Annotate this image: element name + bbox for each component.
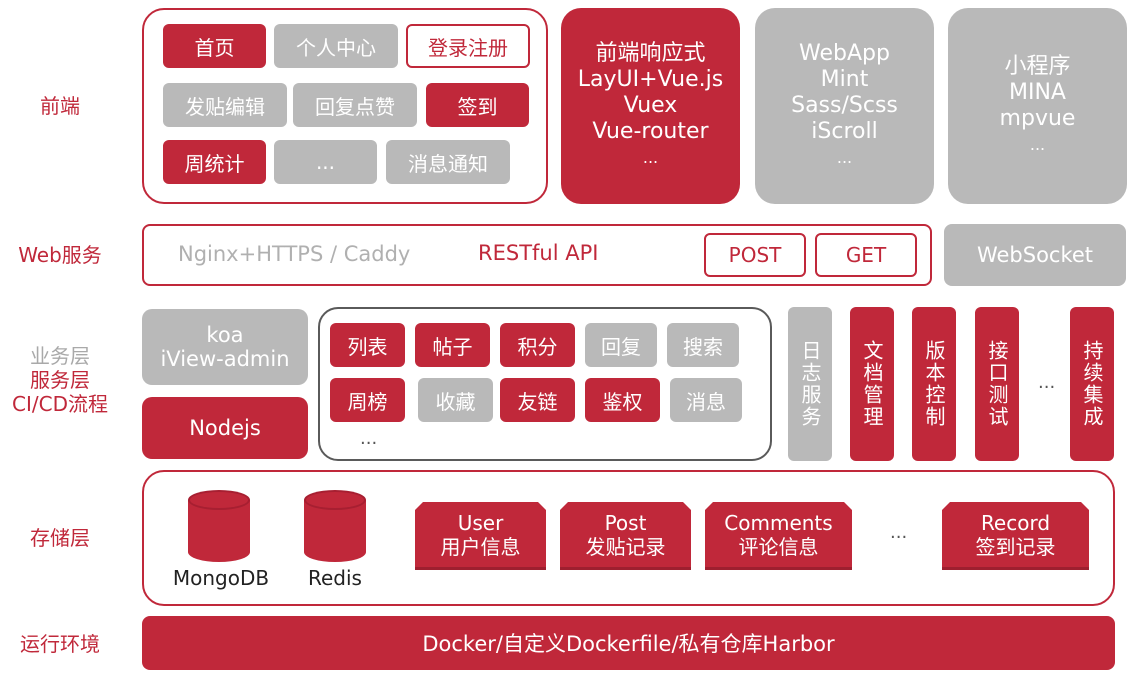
get-method: GET bbox=[815, 233, 917, 277]
mini-line-3: mpvue bbox=[999, 106, 1076, 131]
page-more: ... bbox=[274, 140, 377, 184]
page-user-center: 个人中心 bbox=[274, 24, 398, 68]
responsive-line-4: Vue-router bbox=[592, 119, 709, 144]
row-label-storage: 存储层 bbox=[30, 526, 90, 550]
collection-comments-name: Comments bbox=[724, 510, 833, 535]
redis-label: Redis bbox=[308, 566, 362, 590]
page-weekly-stats: 周统计 bbox=[163, 140, 266, 184]
cicd-version: 版本控制 bbox=[912, 307, 956, 461]
koa-line-1: koa bbox=[206, 323, 244, 347]
page-post-edit: 发贴编辑 bbox=[163, 83, 287, 127]
mini-line-2: MINA bbox=[1009, 80, 1066, 105]
webapp-line-4: iScroll bbox=[811, 119, 878, 144]
collection-post-desc: 发贴记录 bbox=[585, 534, 666, 559]
row-label-frontend: 前端 bbox=[40, 94, 80, 118]
module-auth: 鉴权 bbox=[585, 378, 660, 422]
webapp-line-5: ... bbox=[836, 148, 853, 167]
webapp-line-3: Sass/Scss bbox=[791, 93, 898, 118]
cicd-continuous-integration: 持续集成 bbox=[1070, 307, 1114, 461]
collection-user: User 用户信息 bbox=[415, 502, 546, 570]
cicd-logging: 日志服务 bbox=[788, 307, 832, 461]
module-points: 积分 bbox=[500, 323, 575, 367]
row-label-service-layer: 服务层 bbox=[30, 368, 90, 392]
collection-comments: Comments 评论信息 bbox=[705, 502, 852, 570]
websocket-box: WebSocket bbox=[944, 224, 1126, 286]
redis-database-icon bbox=[304, 490, 366, 562]
frontend-webapp-box: WebApp Mint Sass/Scss iScroll ... bbox=[755, 8, 934, 204]
module-post: 帖子 bbox=[415, 323, 490, 367]
module-friend-links: 友链 bbox=[500, 378, 575, 422]
collection-record-desc: 签到记录 bbox=[975, 534, 1056, 559]
row-label-business: 业务层 服务层 CI/CD流程 bbox=[0, 344, 120, 416]
module-favorites: 收藏 bbox=[418, 378, 493, 422]
responsive-line-5: ... bbox=[642, 148, 659, 167]
responsive-line-3: Vuex bbox=[623, 93, 678, 118]
row-label-runtime: 运行环境 bbox=[20, 632, 100, 656]
nodejs-box: Nodejs bbox=[142, 397, 308, 459]
row-label-business-layer: 业务层 bbox=[30, 344, 90, 368]
module-weekly-rank: 周榜 bbox=[330, 378, 405, 422]
runtime-bar: Docker/自定义Dockerfile/私有仓库Harbor bbox=[142, 616, 1115, 670]
frontend-miniprogram-box: 小程序 MINA mpvue ... bbox=[948, 8, 1127, 204]
module-list: 列表 bbox=[330, 323, 405, 367]
modules-more: ... bbox=[360, 428, 378, 449]
responsive-line-1: 前端响应式 bbox=[595, 41, 706, 66]
page-login-register: 登录注册 bbox=[406, 24, 530, 68]
koa-box: koa iView-admin bbox=[142, 309, 308, 385]
webapp-line-2: Mint bbox=[820, 67, 869, 92]
collection-record-name: Record bbox=[980, 510, 1051, 535]
page-notifications: 消息通知 bbox=[386, 140, 510, 184]
mongodb-database-icon bbox=[188, 490, 250, 562]
collection-post-name: Post bbox=[604, 510, 647, 535]
module-search: 搜索 bbox=[667, 323, 739, 367]
cicd-api-test: 接口测试 bbox=[975, 307, 1019, 461]
cicd-more: ... bbox=[1038, 372, 1056, 393]
module-messages: 消息 bbox=[670, 378, 742, 422]
mini-line-1: 小程序 bbox=[1004, 54, 1071, 79]
webapp-line-1: WebApp bbox=[799, 41, 890, 66]
row-label-cicd: CI/CD流程 bbox=[12, 392, 108, 416]
page-reply-like: 回复点赞 bbox=[293, 83, 417, 127]
frontend-responsive-box: 前端响应式 LayUI+Vue.js Vuex Vue-router ... bbox=[561, 8, 740, 204]
collection-user-name: User bbox=[457, 510, 504, 535]
post-method: POST bbox=[704, 233, 806, 277]
collection-comments-desc: 评论信息 bbox=[738, 534, 819, 559]
collection-user-desc: 用户信息 bbox=[440, 534, 521, 559]
collection-record: Record 签到记录 bbox=[942, 502, 1089, 570]
restful-api-label: RESTful API bbox=[478, 241, 599, 265]
page-home: 首页 bbox=[163, 24, 266, 68]
cicd-docs: 文档管理 bbox=[850, 307, 894, 461]
koa-line-2: iView-admin bbox=[160, 347, 290, 371]
collection-post: Post 发贴记录 bbox=[560, 502, 691, 570]
page-sign-in: 签到 bbox=[426, 83, 529, 127]
mongodb-label: MongoDB bbox=[172, 566, 270, 590]
row-label-web: Web服务 bbox=[18, 243, 102, 267]
collections-more: ... bbox=[890, 522, 908, 543]
web-server-label: Nginx+HTTPS / Caddy bbox=[178, 242, 411, 266]
module-reply: 回复 bbox=[585, 323, 657, 367]
responsive-line-2: LayUI+Vue.js bbox=[577, 67, 724, 92]
mini-line-4: ... bbox=[1029, 135, 1046, 154]
